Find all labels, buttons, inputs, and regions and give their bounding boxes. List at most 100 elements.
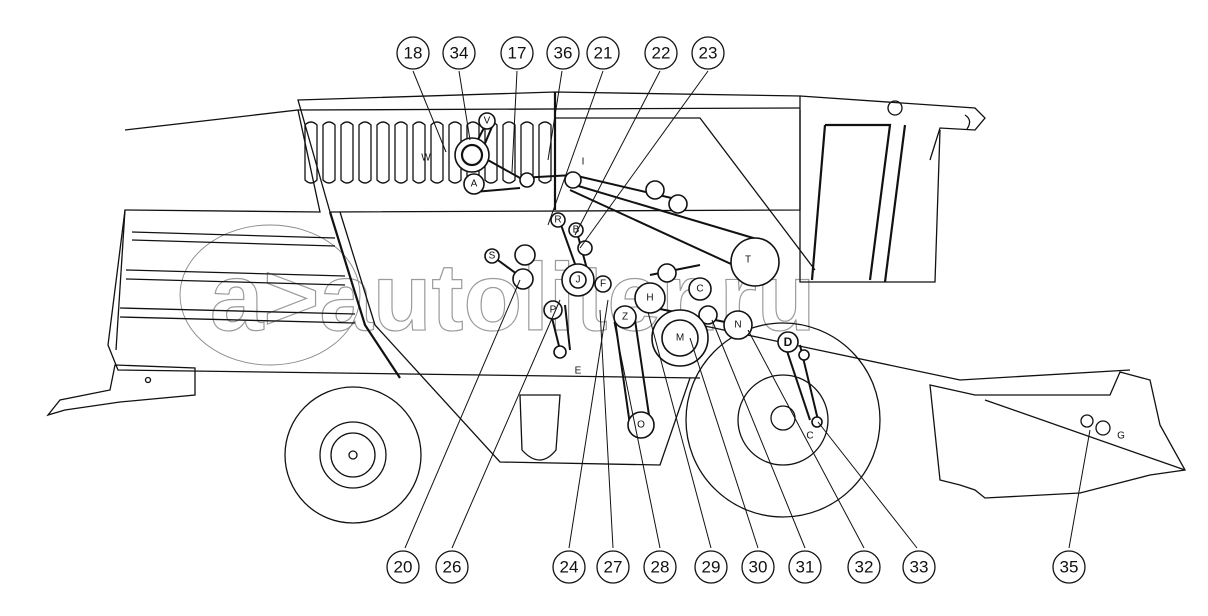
svg-text:33: 33: [910, 558, 929, 577]
callout-26: 26: [435, 550, 469, 584]
svg-text:35: 35: [1060, 558, 1079, 577]
svg-text:34: 34: [450, 44, 469, 63]
label-s: S: [489, 251, 496, 262]
pulley-n: [723, 310, 753, 340]
label-a: A: [471, 179, 478, 190]
leader-17: [511, 70, 518, 173]
svg-text:20: 20: [394, 558, 413, 577]
callout-23: 23: [691, 36, 725, 70]
pulley-letters: V W A I R B S J F P E Z H C M N T D O C …: [421, 116, 1125, 442]
cab-diagonal: [555, 117, 816, 271]
callout-20: 20: [386, 550, 420, 584]
callouts-top: 18 34 17 36 21 22 23: [396, 36, 725, 70]
callout-35: 35: [1052, 550, 1086, 584]
leader-31: [711, 319, 806, 549]
callout-30: 30: [741, 550, 775, 584]
leader-23: [579, 70, 709, 249]
stripe-1: [131, 231, 336, 247]
callout-33: 33: [902, 550, 936, 584]
callout-31: 31: [788, 550, 822, 584]
label-t: T: [745, 255, 751, 266]
header-cutterbar: [984, 399, 1186, 471]
leader-29: [647, 311, 712, 549]
svg-text:22: 22: [652, 44, 671, 63]
svg-text:24: 24: [560, 558, 579, 577]
panel-edge: [328, 211, 401, 379]
label-g: G: [1117, 431, 1125, 442]
rear-wheel: [284, 386, 422, 524]
svg-text:30: 30: [749, 558, 768, 577]
header-outline: [929, 371, 1187, 499]
header-table: [929, 371, 1187, 499]
leader-26: [451, 299, 561, 549]
pulley-r: [550, 212, 566, 228]
watermark-ring: [179, 224, 361, 366]
svg-text:21: 21: [594, 44, 613, 63]
callout-27: 27: [596, 550, 630, 584]
callout-29: 29: [694, 550, 728, 584]
label-w: W: [421, 153, 431, 164]
pulley-a: [463, 173, 485, 195]
callout-32: 32: [847, 550, 881, 584]
pulley-z: [613, 305, 637, 329]
leader-36: [547, 70, 563, 161]
svg-text:26: 26: [443, 558, 462, 577]
label-b: B: [573, 225, 580, 236]
label-i: I: [582, 157, 585, 168]
leader-32: [747, 329, 865, 549]
pulley-idler-6: [512, 268, 534, 290]
svg-text:32: 32: [855, 558, 874, 577]
cab-roof: [799, 95, 986, 161]
label-h: H: [646, 293, 653, 304]
pulley-i: [564, 171, 582, 189]
leader-35: [1068, 429, 1091, 549]
leader-34: [458, 70, 471, 141]
cab-body: [799, 110, 941, 283]
label-e: E: [575, 366, 582, 377]
svg-text:31: 31: [796, 558, 815, 577]
pulley-idler-9: [798, 349, 810, 361]
svg-text:29: 29: [702, 558, 721, 577]
cab-window: [810, 123, 892, 281]
pulleys: [454, 112, 823, 439]
svg-text:28: 28: [651, 558, 670, 577]
callouts-bottom: 20 26 24 27 28 29 30 31 32 33 35: [386, 550, 1086, 584]
label-m: M: [676, 333, 684, 344]
label-c: C: [696, 284, 703, 295]
rear-edge: [115, 209, 126, 351]
cab-lamp: [887, 100, 903, 116]
leader-28: [613, 321, 661, 549]
svg-text:36: 36: [554, 44, 573, 63]
pulley-idler-1: [519, 172, 535, 188]
rear-step-hole: [144, 376, 152, 384]
pulley-m: [661, 319, 699, 357]
pulley-main-hub: [460, 143, 484, 167]
pulley-main: [454, 137, 490, 173]
leader-27: [599, 309, 614, 549]
pulley-d: [777, 331, 799, 353]
svg-text:17: 17: [508, 44, 527, 63]
leader-21: [547, 70, 604, 226]
pulley-f: [594, 275, 612, 293]
hood-line: [297, 107, 801, 111]
pulley-o: [627, 411, 655, 439]
pulley-idler-2: [645, 180, 665, 200]
stripe-3: [119, 307, 356, 324]
pulley-idler-7: [657, 263, 677, 283]
leader-30: [689, 337, 759, 549]
rear-step: [46, 364, 196, 417]
cab-mirror: [964, 114, 971, 130]
callout-24: 24: [552, 550, 586, 584]
callout-34: 34: [442, 36, 476, 70]
leader-22: [574, 70, 661, 236]
pulley-s: [484, 248, 500, 264]
callout-17: 17: [500, 36, 534, 70]
leader-lines: [404, 70, 1091, 549]
label-z: Z: [622, 312, 628, 323]
pulley-e: [553, 345, 567, 359]
leader-20: [404, 279, 521, 549]
callout-22: 22: [644, 36, 678, 70]
pulley-idler-8: [698, 305, 718, 325]
